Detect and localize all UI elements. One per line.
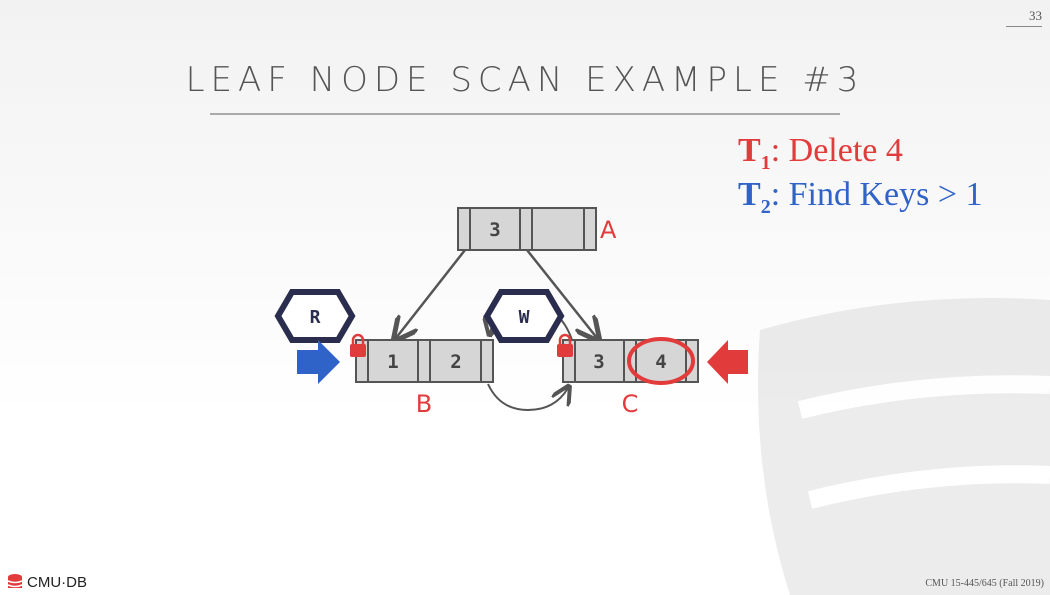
t2-action: : Find Keys > 1: [770, 176, 983, 213]
node-b: 1 2 B: [355, 339, 494, 418]
write-lock-label: W: [519, 307, 530, 328]
node-c-key-1: 3: [593, 351, 604, 373]
t2-cursor-arrow-icon: [297, 340, 340, 384]
slide-number: 33: [1006, 8, 1042, 27]
t1-name: T: [738, 132, 761, 169]
t2-sub: 2: [760, 195, 771, 218]
read-lock-badge: R: [274, 289, 356, 343]
t1-cursor-arrow-icon: [707, 340, 748, 384]
deleted-key-highlight: [627, 337, 695, 385]
footer-logo-text: CMU·DB: [27, 573, 87, 591]
edge-a-to-c: [526, 249, 597, 338]
transaction-t2: T2: Find Keys > 1: [738, 176, 983, 219]
read-lock-label: R: [310, 307, 321, 328]
padlock-icon-b: [350, 333, 366, 357]
write-lock-badge: W: [483, 289, 565, 343]
node-b-label: B: [416, 390, 432, 418]
node-a-key-1: 3: [489, 219, 500, 241]
t1-sub: 1: [760, 151, 771, 174]
sibling-pointer-b-to-c: [487, 384, 568, 412]
title-underline: [210, 113, 840, 115]
node-a-label: A: [600, 216, 617, 244]
t2-name: T: [738, 176, 761, 213]
node-c: 3 4 C: [562, 337, 699, 418]
node-b-key-1: 1: [387, 351, 398, 373]
node-a: 3 A: [457, 207, 617, 251]
padlock-icon-c: [557, 333, 573, 357]
database-watermark-icon: [758, 298, 1050, 595]
node-c-label: C: [622, 390, 639, 418]
edge-a-to-b: [396, 249, 466, 338]
node-b-key-2: 2: [450, 351, 461, 373]
course-label: CMU 15-445/645 (Fall 2019): [925, 578, 1044, 589]
transaction-t1: T1: Delete 4: [738, 132, 903, 175]
t1-action: : Delete 4: [770, 132, 903, 169]
database-icon: [7, 574, 23, 588]
slide-title: LEAF NODE SCAN EXAMPLE #3: [185, 60, 865, 100]
node-c-key-2: 4: [655, 351, 666, 373]
cmu-db-logo: CMU·DB: [6, 573, 87, 591]
